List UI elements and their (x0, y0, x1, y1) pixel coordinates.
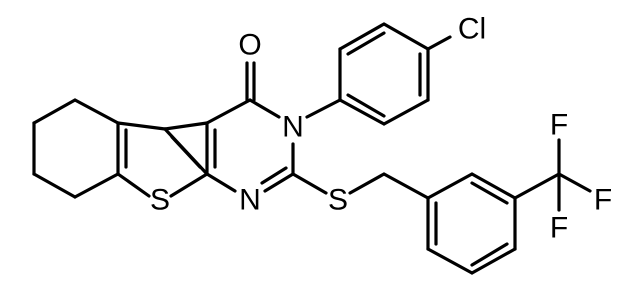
chlorine-label: Cl (458, 13, 486, 46)
oxygen-label: O (238, 29, 261, 62)
nitrogen-1-label: N (239, 184, 261, 217)
nitrogen-3-label: N (282, 111, 304, 144)
atom-labels: O Cl N N S S F F F (150, 13, 612, 245)
fluorine-1-label: F (550, 109, 568, 142)
bonds (32, 22, 592, 275)
sulfur-thioether-label: S (328, 184, 348, 217)
sulfur-ring-label: S (150, 184, 170, 217)
fluorine-2-label: F (594, 184, 612, 217)
fluorine-3-label: F (550, 212, 568, 245)
